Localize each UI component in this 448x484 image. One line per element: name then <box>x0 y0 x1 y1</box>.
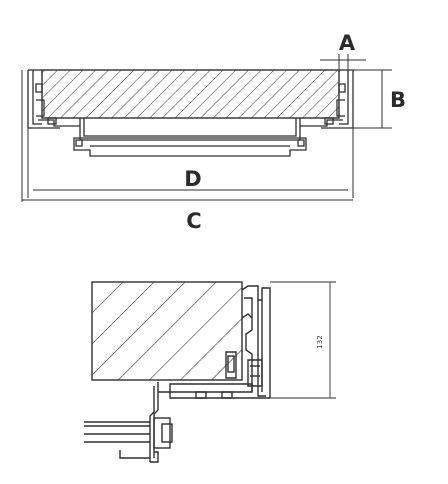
label-c: C <box>186 209 201 233</box>
detail-bracket <box>84 382 173 463</box>
hatched-slab <box>41 69 340 119</box>
detail-dimension: 132 <box>270 281 336 399</box>
detail-hatched-slab <box>91 281 243 381</box>
label-a: A <box>339 31 356 55</box>
dimension-d: D <box>27 128 354 198</box>
detail-dimension-value: 132 <box>316 335 324 348</box>
dimension-b: B <box>353 69 406 129</box>
inner-channel <box>73 118 307 157</box>
top-section-view: A B D C <box>21 31 406 233</box>
dimension-c: C <box>21 70 353 233</box>
label-b: B <box>390 88 406 112</box>
detail-frame-profile <box>169 285 271 399</box>
label-d: D <box>184 167 201 191</box>
dimension-a: A <box>320 31 366 70</box>
detail-section-view: 132 <box>84 281 336 463</box>
